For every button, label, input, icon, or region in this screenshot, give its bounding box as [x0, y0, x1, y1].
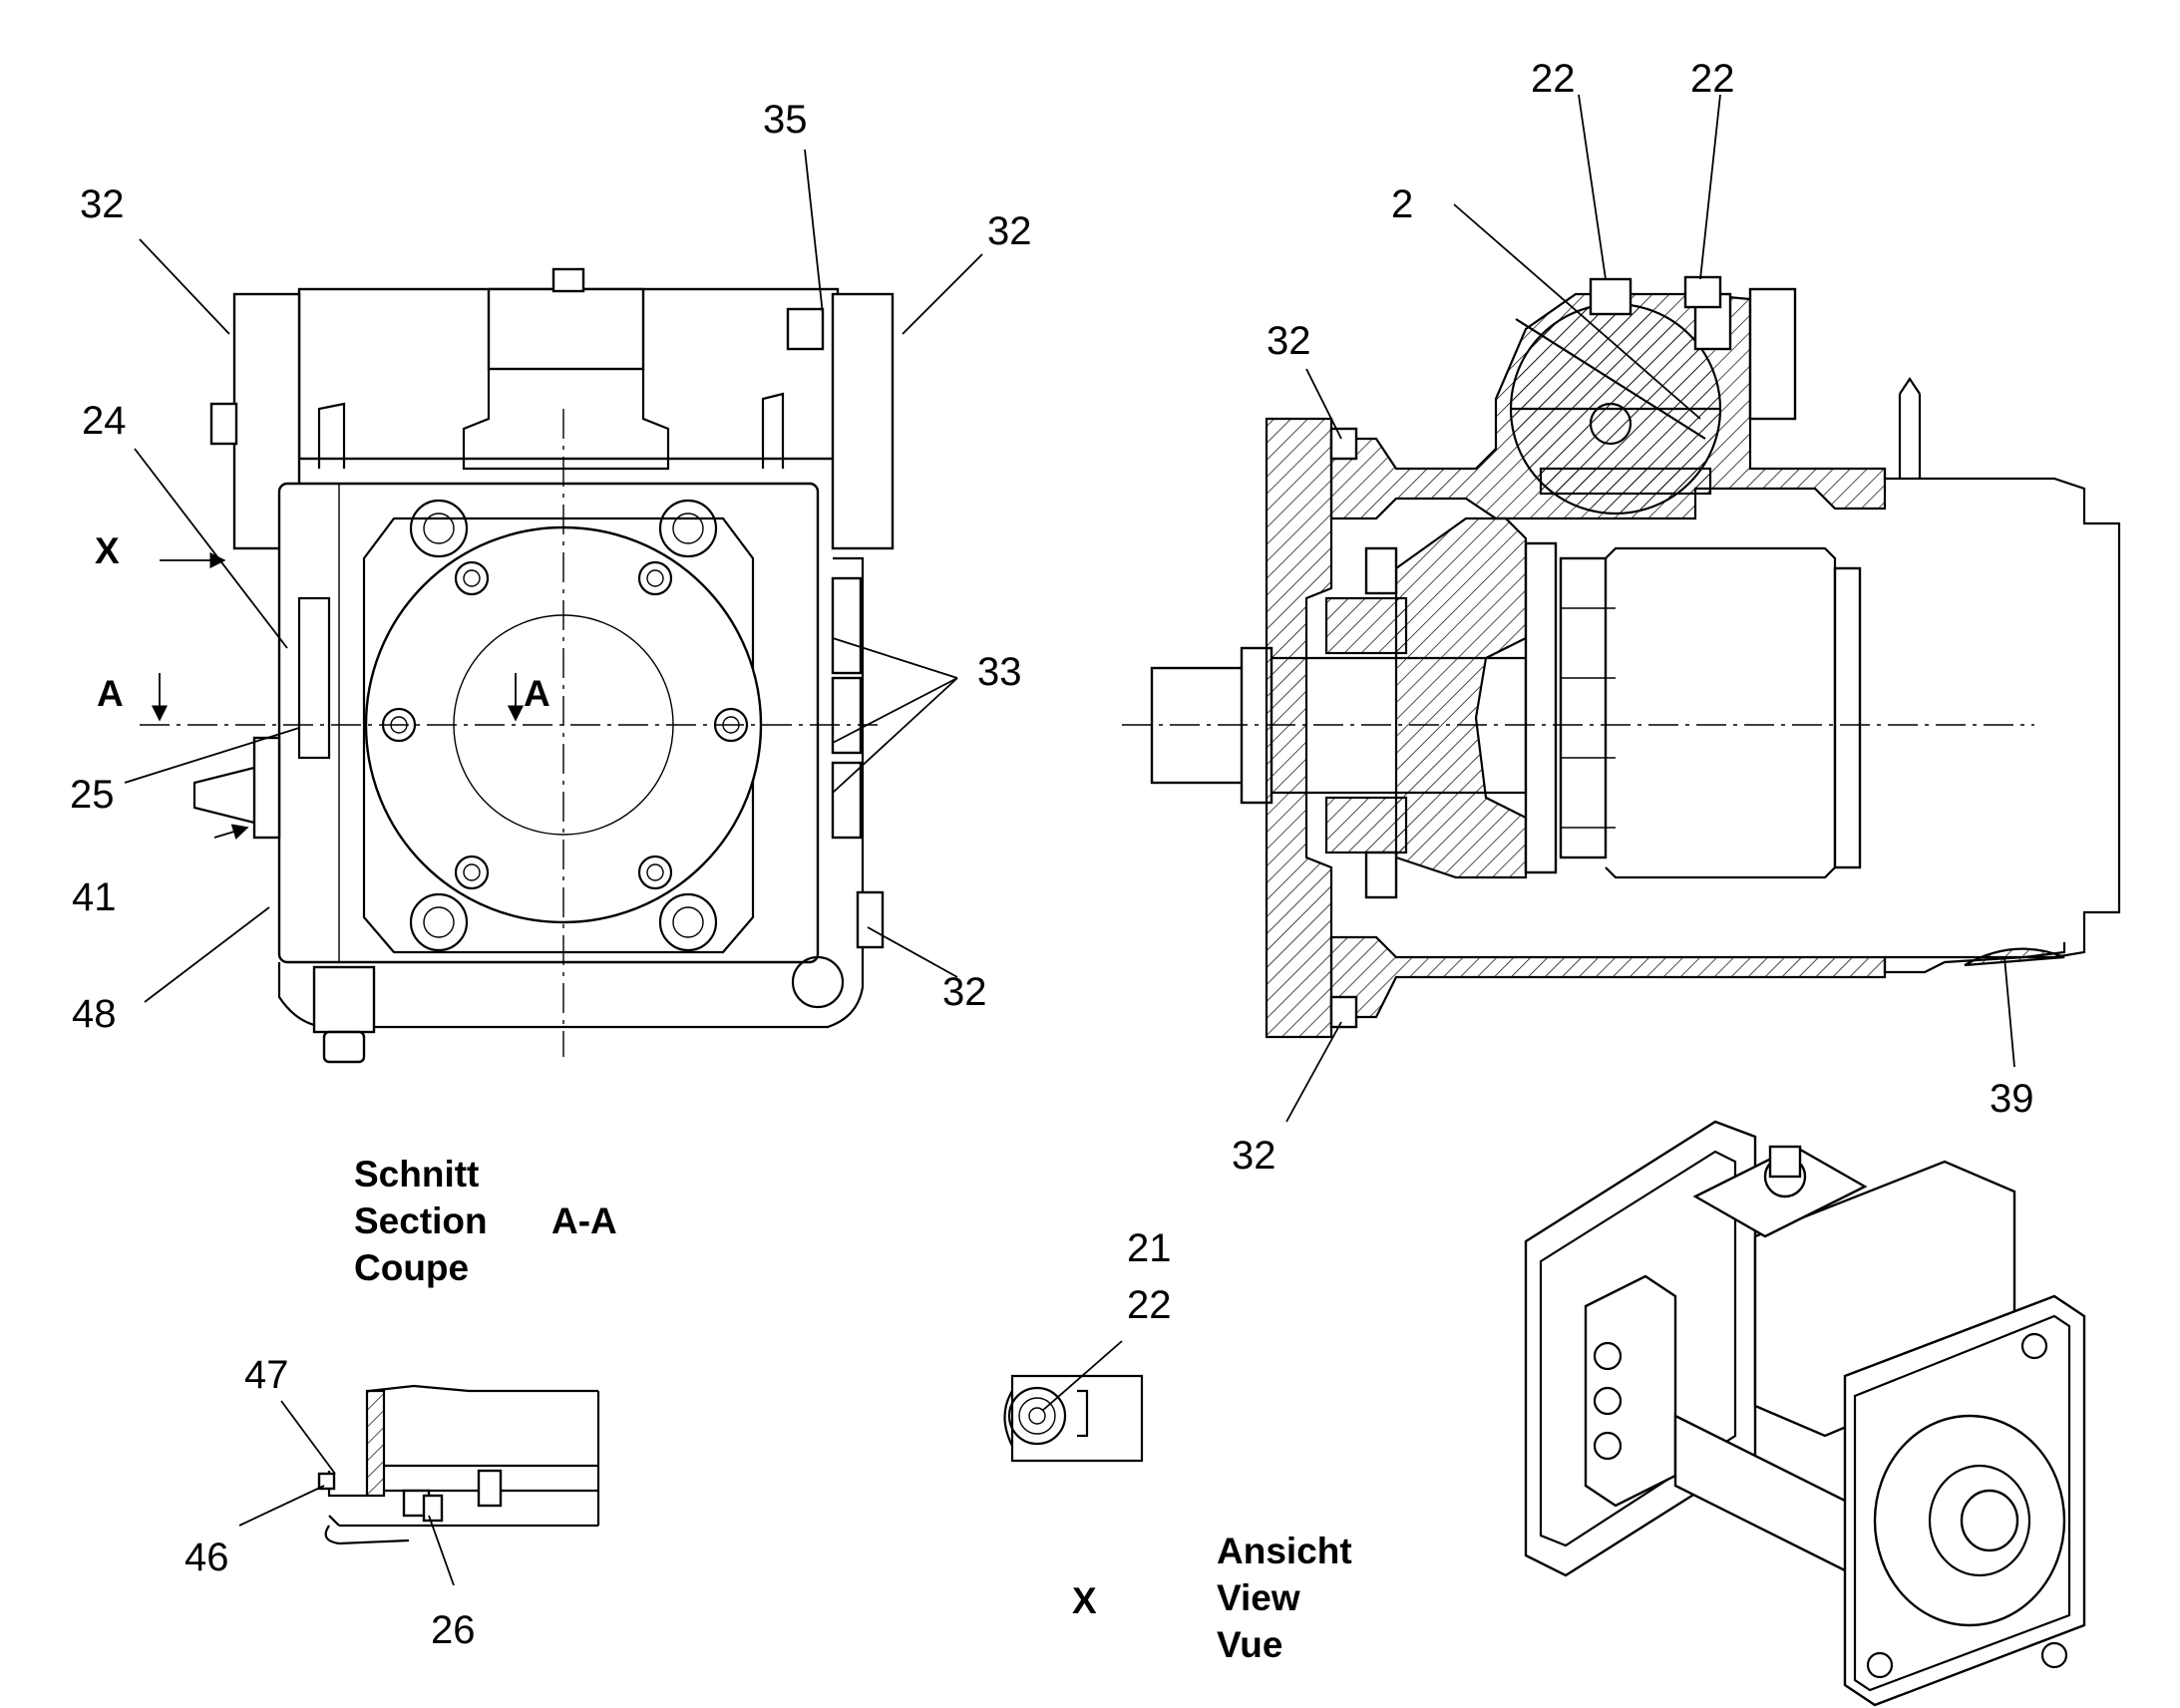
marker-labels: X A A X [95, 530, 1097, 1621]
callout-2: 2 [1391, 182, 1413, 226]
view-marker-x: X [95, 530, 120, 571]
section-title: Schnitt Section Coupe A-A [354, 1154, 617, 1288]
callout-48: 48 [72, 992, 117, 1036]
callout-22-view: 22 [1127, 1283, 1172, 1327]
section-markers [151, 551, 525, 840]
front-view [140, 267, 895, 1064]
view-title-fr: Vue [1217, 1624, 1282, 1665]
callout-32-top-right: 32 [987, 209, 1032, 253]
callout-41: 41 [72, 875, 117, 919]
view-title-en: View [1217, 1577, 1300, 1618]
callout-24: 24 [82, 399, 127, 443]
callout-32-section-bottom: 32 [1232, 1134, 1276, 1178]
callout-26: 26 [431, 1608, 476, 1652]
callout-labels: 35 32 32 24 33 25 41 48 32 2 22 22 32 32… [70, 57, 2034, 1652]
callout-32-top-left: 32 [80, 182, 125, 226]
section-marker-a-left: A [97, 673, 124, 714]
callout-35: 35 [763, 98, 808, 142]
section-title-id: A-A [551, 1200, 617, 1241]
callout-33: 33 [977, 650, 1022, 694]
callout-21: 21 [1127, 1226, 1172, 1270]
callout-47: 47 [244, 1353, 289, 1397]
callout-39: 39 [1990, 1077, 2034, 1121]
section-title-de: Schnitt [354, 1154, 479, 1195]
callout-32-section-top: 32 [1267, 319, 1311, 363]
callout-22-left: 22 [1531, 57, 1576, 101]
callout-32-bottom-front: 32 [942, 970, 987, 1014]
detail-section-aa [317, 1384, 600, 1545]
section-title-fr: Coupe [354, 1247, 469, 1288]
view-title-de: Ansicht [1217, 1531, 1352, 1571]
callout-22-right: 22 [1690, 57, 1735, 101]
section-marker-a-right: A [524, 673, 550, 714]
section-view [1122, 275, 2121, 1039]
leader-lines [124, 94, 2015, 1586]
callout-46: 46 [184, 1536, 229, 1579]
callout-25: 25 [70, 773, 115, 817]
view-title: Ansicht View Vue [1217, 1531, 1352, 1665]
detail-view-x [1003, 1374, 1144, 1463]
view-x-label: X [1072, 1580, 1097, 1621]
isometric-view [1524, 1120, 2086, 1707]
section-title-en: Section [354, 1200, 488, 1241]
